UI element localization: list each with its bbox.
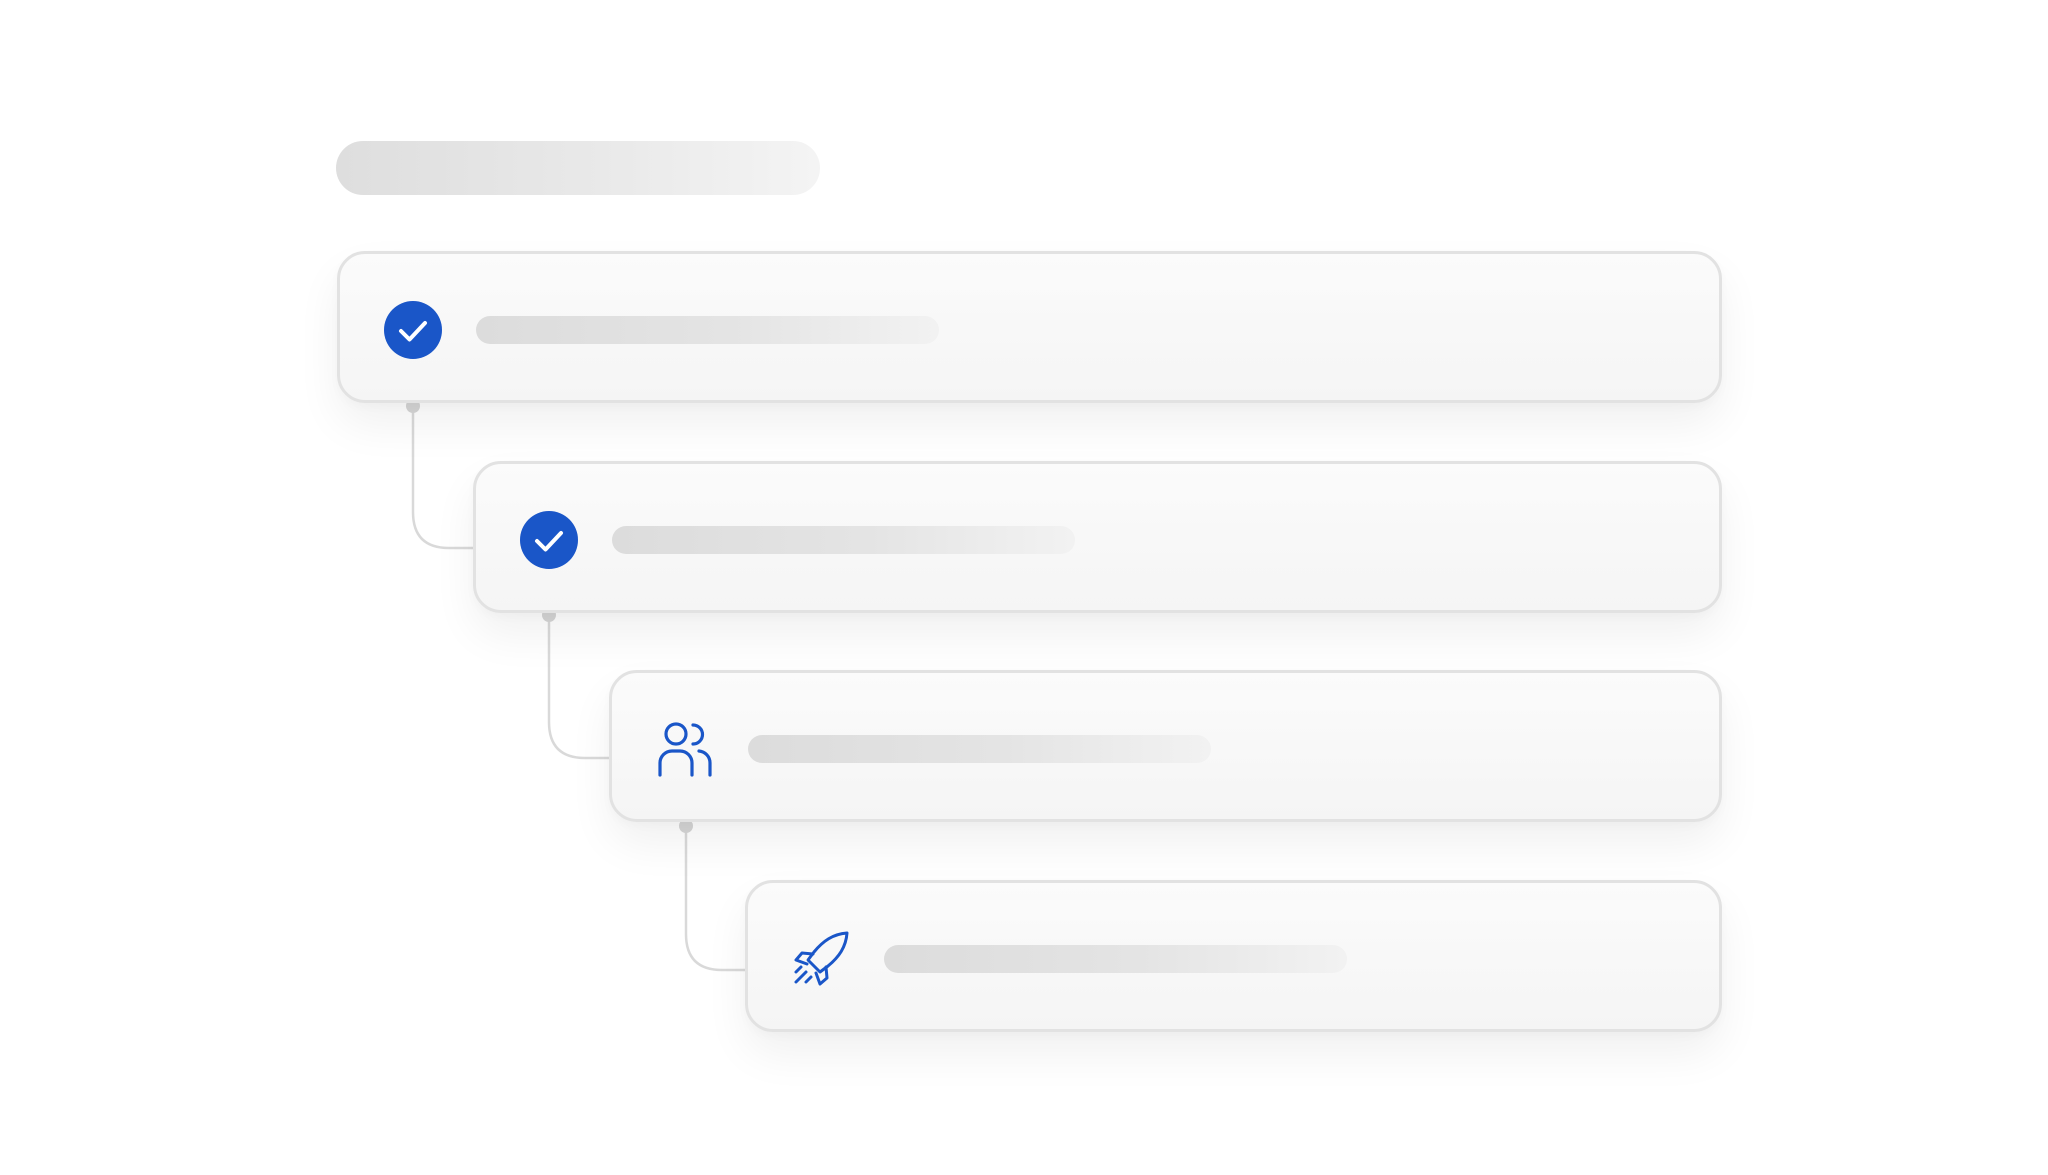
step-label-placeholder xyxy=(748,735,1211,763)
step-card-2[interactable] xyxy=(473,461,1722,613)
step-label-placeholder xyxy=(612,526,1075,554)
step-label-placeholder xyxy=(476,316,939,344)
users-icon xyxy=(656,720,714,778)
connector-dot xyxy=(679,819,693,833)
rocket-icon xyxy=(792,930,850,988)
check-circle-icon xyxy=(384,301,442,359)
step-card-4[interactable] xyxy=(745,880,1722,1032)
step-card-1[interactable] xyxy=(337,251,1722,403)
step-label-placeholder xyxy=(884,945,1347,973)
check-circle-icon xyxy=(520,511,578,569)
title-placeholder xyxy=(336,141,820,195)
step-card-3[interactable] xyxy=(609,670,1722,822)
